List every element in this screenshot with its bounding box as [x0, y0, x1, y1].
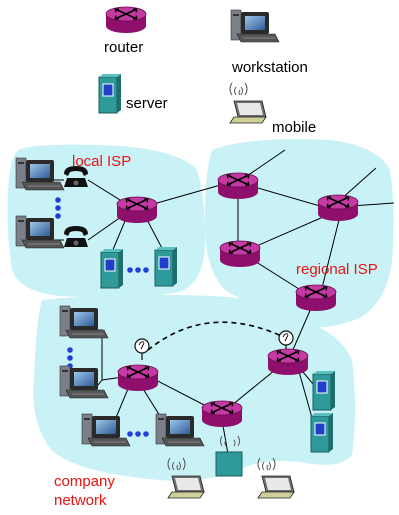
local-isp-label: local ISP — [72, 153, 131, 170]
local-isp-router-icon — [116, 196, 158, 224]
regional-router-middle-icon — [219, 240, 261, 268]
wireless-dashed-link — [147, 321, 291, 351]
company-column-dots — [67, 347, 73, 369]
link-c-mid-to-c-right — [231, 365, 281, 406]
legend-router-icon — [105, 6, 147, 34]
company-laptop-right-icon — [257, 457, 295, 499]
company-server-bottom-icon — [310, 412, 334, 453]
regional-router-top-right-icon — [317, 194, 359, 222]
legend-server-label: server — [126, 95, 168, 112]
link-regional-to-company — [291, 305, 313, 353]
company-router-left-icon — [117, 364, 159, 392]
wireless-access-point-icon — [215, 435, 243, 477]
company-server-top-icon — [312, 370, 336, 411]
legend-workstation-icon — [230, 9, 280, 43]
link-c-left-to-c-mid — [149, 376, 211, 409]
link-r2-outside — [339, 167, 377, 201]
legend-workstation-label: workstation — [231, 59, 308, 76]
company-row-dots — [127, 431, 149, 437]
company-network-label-line1: company — [54, 473, 115, 490]
company-router-middle-icon — [201, 400, 243, 428]
local-isp-continuation-dots — [55, 197, 61, 219]
local-isp-server-dots — [127, 267, 149, 273]
regional-isp-label: regional ISP — [296, 261, 378, 278]
company-network-label-line2: network — [54, 492, 107, 509]
regional-router-bottom-icon — [295, 284, 337, 312]
legend: router workstation server mobile — [98, 6, 316, 136]
legend-server-icon — [98, 73, 122, 114]
legend-mobile-label: mobile — [272, 119, 316, 136]
company-router-right-icon — [267, 348, 309, 376]
link-r1-outside — [243, 149, 286, 179]
link-r3-r2 — [251, 213, 331, 249]
link-r2-r4 — [321, 215, 341, 289]
regional-router-top-left-icon — [217, 172, 259, 200]
link-local-to-regional — [149, 183, 225, 206]
local-isp-server-left-icon — [100, 248, 124, 289]
legend-router-label: router — [104, 39, 143, 56]
local-isp-server-right-icon — [154, 246, 178, 287]
legend-laptop-icon — [229, 82, 267, 124]
